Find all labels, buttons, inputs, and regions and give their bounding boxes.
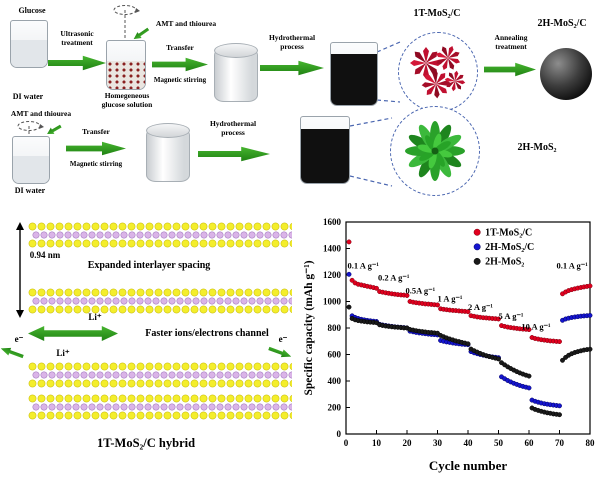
glucose-label: Glucose xyxy=(18,6,46,15)
connector-lines xyxy=(349,41,401,187)
s-atom-row xyxy=(28,379,292,388)
svg-text:800: 800 xyxy=(328,323,342,333)
hybrid-caption: 1T-MoS₂/C hybrid xyxy=(96,436,196,450)
svg-text:10: 10 xyxy=(372,438,382,448)
mos2-slab-1 xyxy=(28,222,292,248)
s-atom-row xyxy=(28,222,292,231)
li-ion-label-bottom: Li⁺ xyxy=(56,348,70,358)
svg-text:20: 20 xyxy=(403,438,413,448)
homogeneous-solution-label: Homegeneous glucose solution xyxy=(101,91,153,109)
svg-text:2H-MoS₂/C: 2H-MoS₂/C xyxy=(485,242,534,253)
electron-arrow-left-icon xyxy=(0,344,25,361)
2h-mos2c-sphere-icon xyxy=(540,48,592,100)
svg-text:0.2 A g⁻¹: 0.2 A g⁻¹ xyxy=(378,272,410,282)
glucose-solution-beaker xyxy=(106,40,146,90)
svg-text:1T-MoS₂/C: 1T-MoS₂/C xyxy=(485,227,532,238)
svg-text:Specific capacity (mAh g⁻¹): Specific capacity (mAh g⁻¹) xyxy=(303,260,315,395)
s-atom-row xyxy=(28,362,292,371)
electron-label-right: e⁻ xyxy=(278,334,288,344)
svg-text:70: 70 xyxy=(555,438,565,448)
svg-text:40: 40 xyxy=(464,438,474,448)
svg-text:600: 600 xyxy=(328,350,342,360)
svg-text:10 A g⁻¹: 10 A g⁻¹ xyxy=(521,322,551,332)
li-transport-arrow-icon xyxy=(28,326,118,341)
black-suspension xyxy=(301,128,349,183)
mos2-slab-3 xyxy=(28,362,292,388)
ultrasonic-treatment-label: Ultrasonic treatment xyxy=(60,29,94,47)
svg-text:200: 200 xyxy=(328,403,342,413)
magnetic-stirring-label-1: Magnetic stirring xyxy=(153,76,207,84)
svg-text:50: 50 xyxy=(494,438,504,448)
svg-text:Cycle number: Cycle number xyxy=(429,458,508,473)
di-water-label-2: DI water xyxy=(14,186,46,195)
svg-text:1000: 1000 xyxy=(323,297,342,307)
hydrothermal-label-2: Hydrothermal process xyxy=(209,119,257,137)
product-beaker-1 xyxy=(330,42,378,106)
di-water-label-1: DI water xyxy=(12,92,44,101)
stirrer-icon xyxy=(113,5,140,42)
structure-schematic: 0.94 nm Expanded interlayer spacing Li⁺ … xyxy=(0,208,300,483)
1t-nanoflower-inset xyxy=(398,32,478,112)
svg-text:1200: 1200 xyxy=(323,270,342,280)
li-ion-label-top: Li⁺ xyxy=(88,312,102,322)
svg-text:30: 30 xyxy=(433,438,443,448)
expanded-spacing-label: Expanded interlayer spacing xyxy=(87,260,211,271)
mo-atom-row xyxy=(32,231,292,239)
liquid xyxy=(13,156,49,183)
black-suspension xyxy=(331,54,377,105)
1t-nanoflowers-icon xyxy=(410,41,468,105)
autoclave-2 xyxy=(146,123,190,182)
spacing-value-label: 0.94 nm xyxy=(29,250,61,260)
s-atom-row xyxy=(28,239,292,248)
transfer-label-1: Transfer xyxy=(166,43,194,52)
svg-text:2 A g⁻¹: 2 A g⁻¹ xyxy=(468,302,493,312)
svg-text:80: 80 xyxy=(586,438,596,448)
svg-text:1 A g⁻¹: 1 A g⁻¹ xyxy=(438,294,463,304)
product-beaker-2 xyxy=(300,116,350,184)
svg-text:0.5A g⁻¹: 0.5A g⁻¹ xyxy=(405,285,435,295)
svg-text:0: 0 xyxy=(344,438,349,448)
di-water-beaker-2 xyxy=(12,136,50,184)
product-2h-label: 2H-MoS₂ xyxy=(517,142,557,153)
svg-text:1600: 1600 xyxy=(323,217,342,227)
svg-text:60: 60 xyxy=(525,438,535,448)
synthesis-schematic: Glucose DI water Ultrasonic treatment AM… xyxy=(0,0,600,208)
channel-label: Faster ions/electrons channel xyxy=(145,328,269,339)
svg-text:0.1 A g⁻¹: 0.1 A g⁻¹ xyxy=(348,260,380,270)
autoclave-1 xyxy=(214,43,258,102)
svg-text:2H-MoS₂: 2H-MoS₂ xyxy=(485,256,524,267)
s-atom-row xyxy=(28,288,292,297)
magnetic-stirring-label-2: Magnetic stirring xyxy=(69,160,123,168)
product-2hc-label: 2H-MoS₂/C xyxy=(537,18,587,29)
2h-nanoflower-icon xyxy=(405,121,465,181)
mo-atom-row xyxy=(32,297,292,305)
svg-text:5 A g⁻¹: 5 A g⁻¹ xyxy=(499,311,524,321)
amt-thiourea-label-2: AMT and thiourea xyxy=(10,109,72,118)
liquid xyxy=(107,61,145,89)
mos2-slab-4 xyxy=(28,394,292,420)
product-1t-label: 1T-MoS₂/C xyxy=(413,8,461,19)
mo-atom-row xyxy=(32,371,292,379)
s-atom-row xyxy=(28,411,292,420)
electron-label-left: e⁻ xyxy=(14,334,24,344)
mo-atom-row xyxy=(32,403,292,411)
amt-thiourea-label-1: AMT and thiourea xyxy=(155,19,217,28)
svg-text:400: 400 xyxy=(328,376,342,386)
svg-text:0.1 A g⁻¹: 0.1 A g⁻¹ xyxy=(556,260,588,270)
svg-text:1400: 1400 xyxy=(323,244,342,254)
s-atom-row xyxy=(28,305,292,314)
hydrothermal-label-1: Hydrothermal process xyxy=(268,33,316,51)
transfer-label-2: Transfer xyxy=(82,127,110,136)
annealing-label: Annealing treatment xyxy=(494,33,528,51)
liquid xyxy=(11,40,47,67)
2h-nanoflower-inset xyxy=(390,106,480,196)
s-atom-row xyxy=(28,394,292,403)
electron-arrow-right-icon xyxy=(267,344,293,361)
svg-text:0: 0 xyxy=(337,429,342,439)
glucose-beaker xyxy=(10,20,48,68)
mos2-slab-2 xyxy=(28,288,292,314)
interlayer-spacing-arrow-icon xyxy=(16,222,24,318)
